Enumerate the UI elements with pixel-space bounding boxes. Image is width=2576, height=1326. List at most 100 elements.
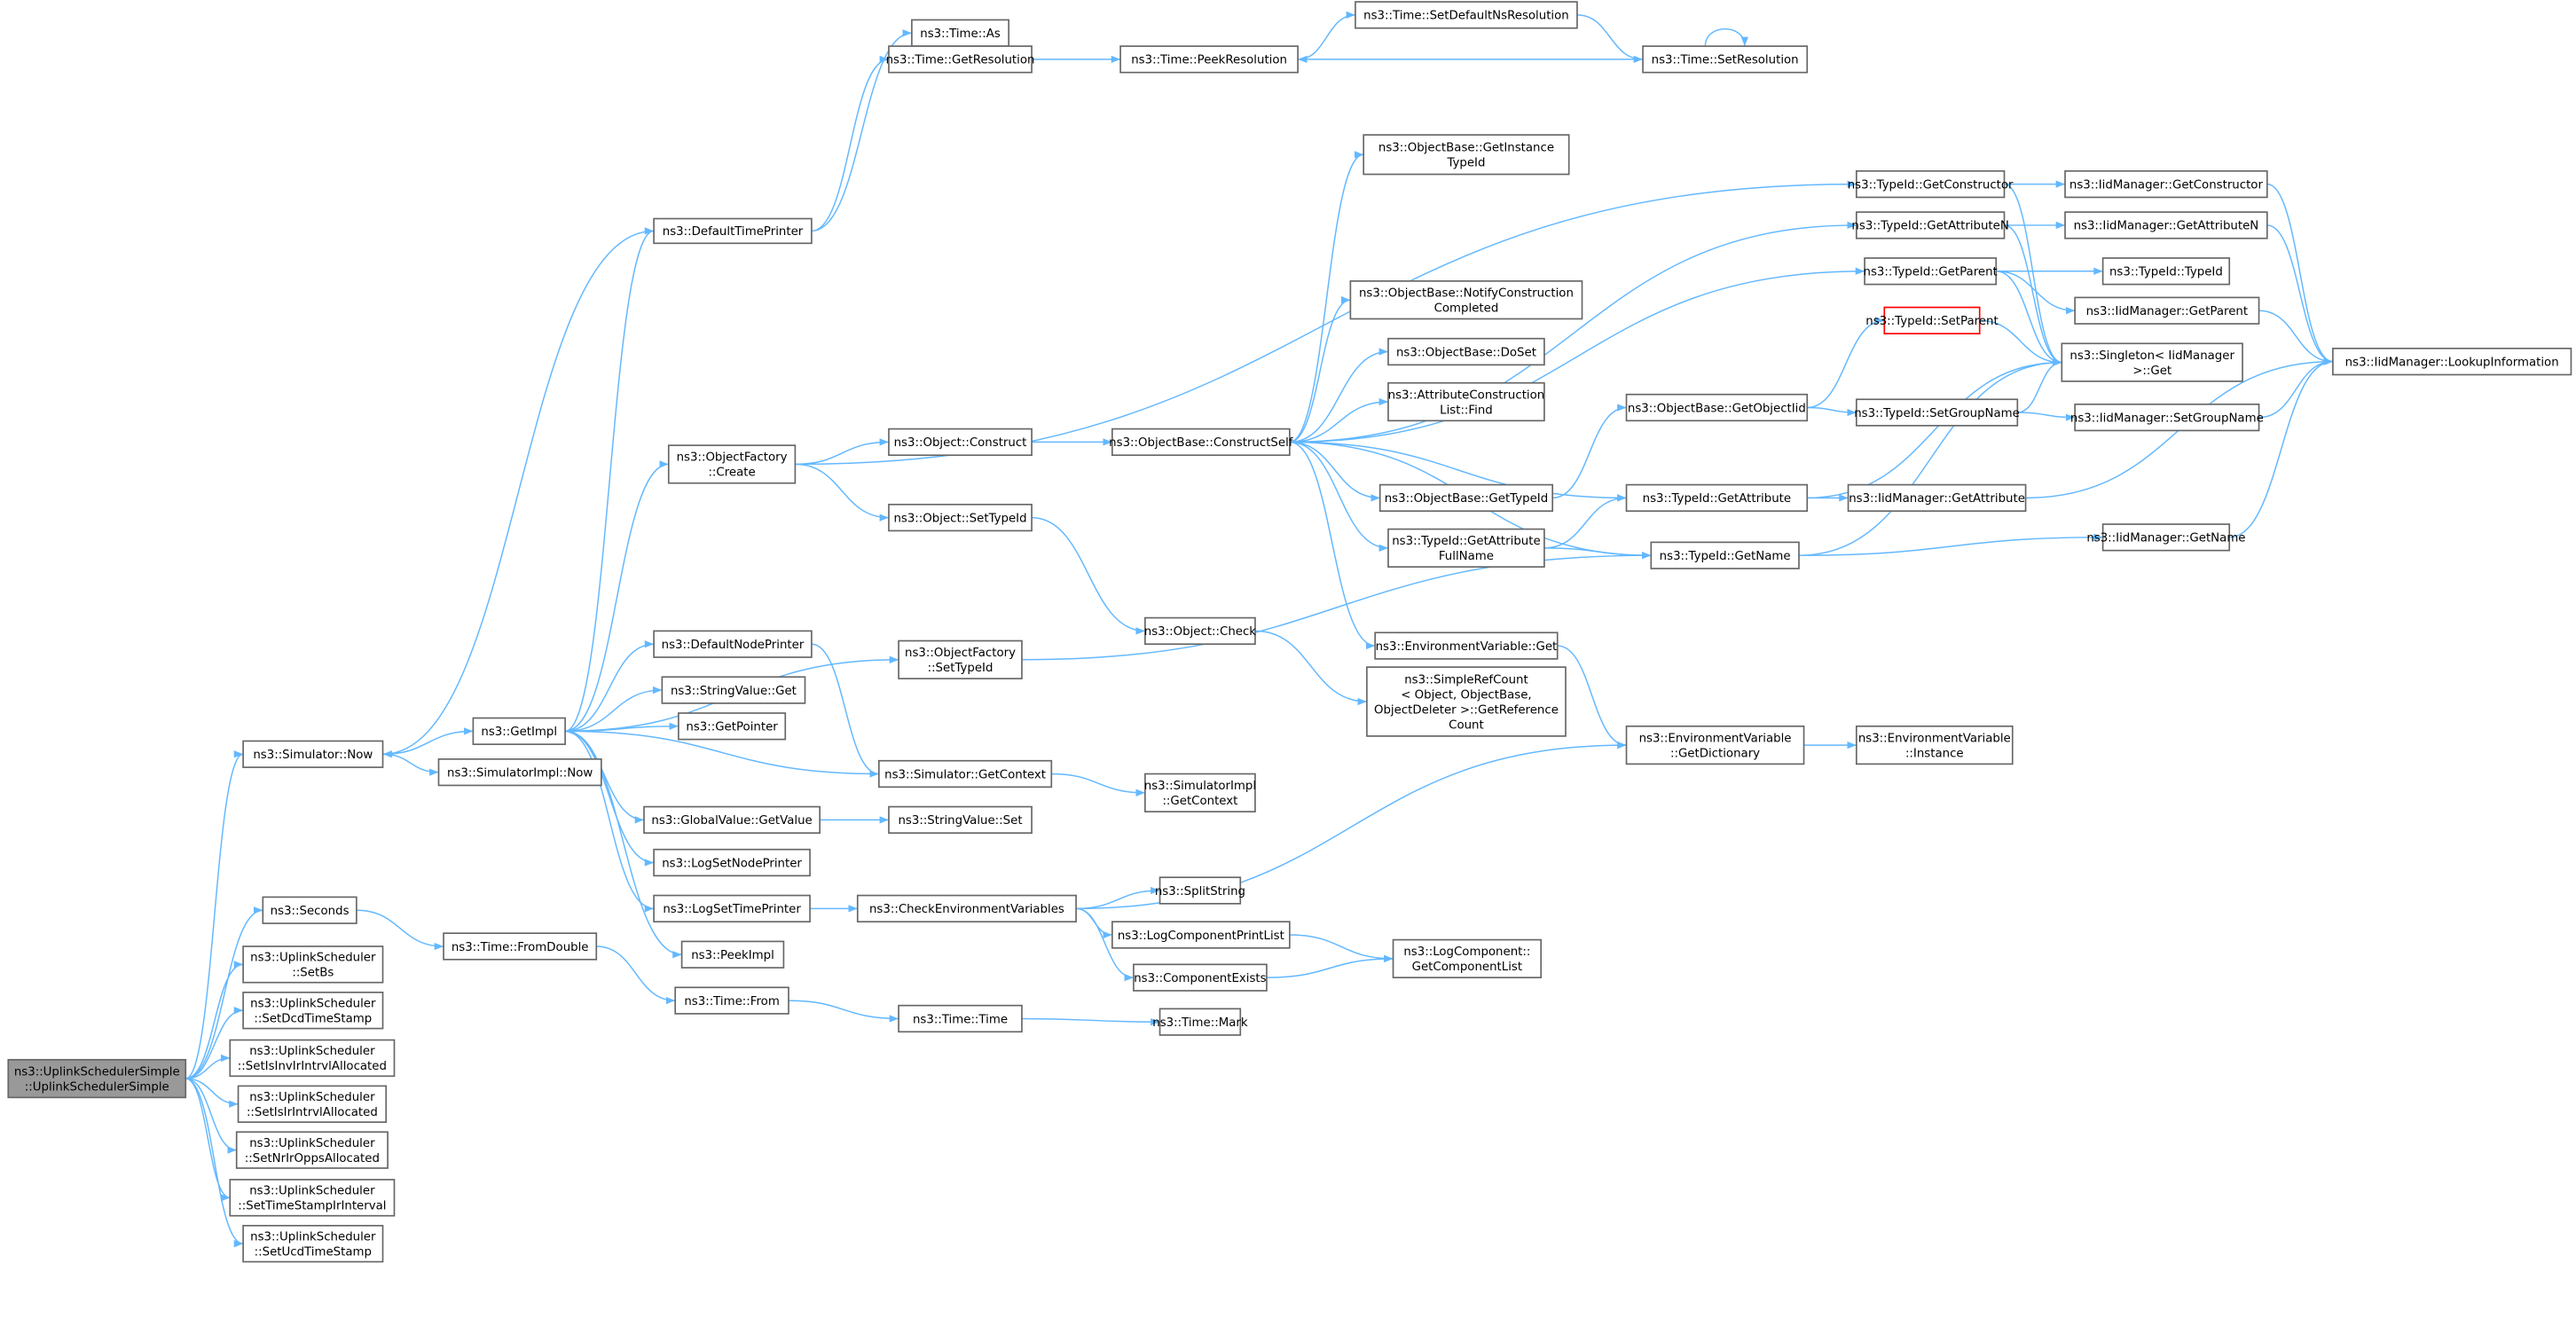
node-box — [2064, 169, 2268, 199]
edge-root-to-setUcd — [185, 1078, 244, 1248]
node-ns3-objectbase-constructself[interactable]: ns3::ObjectBase::ConstructSelf — [1109, 428, 1293, 457]
node-ns3-typeid-setparent[interactable]: ns3::TypeId::SetParent — [1865, 306, 1999, 334]
edge-setDefNs-to-setRes — [1576, 14, 1644, 64]
node-ns3-typeid-getattribute[interactable]: ns3::TypeId::GetAttribute — [1625, 483, 1809, 513]
node-ns3-typeid-getname[interactable]: ns3::TypeId::GetName — [1650, 541, 1800, 569]
node-ns3-getpointer[interactable]: ns3::GetPointer — [678, 712, 787, 741]
node-box — [2061, 342, 2243, 382]
node-ns3-seconds[interactable]: ns3::Seconds — [262, 896, 357, 924]
node-ns3-stringvalue-set[interactable]: ns3::StringValue::Set — [888, 805, 1033, 835]
node-ns3-peekimpl[interactable]: ns3::PeekImpl — [680, 940, 785, 969]
node-label: ns3::TypeId::TypeId — [2109, 266, 2223, 279]
node-ns3-typeid-setgroupname[interactable]: ns3::TypeId::SetGroupName — [1854, 398, 2020, 427]
node-ns3-iidmanager-lookupinformation[interactable]: ns3::IidManager::LookupInformation — [2332, 348, 2572, 376]
node-box — [1387, 381, 1545, 422]
node-ns3-componentexists[interactable]: ns3::ComponentExists — [1133, 963, 1268, 992]
node-label: ns3::TypeId::GetAttribute — [1392, 535, 1540, 548]
node-box — [667, 444, 797, 484]
node-ns3-time-time[interactable]: ns3::Time::Time — [898, 1004, 1023, 1033]
node-ns3-time-mark[interactable]: ns3::Time::Mark — [1152, 1008, 1248, 1036]
node-ns3-uplinkscheduler-setbs[interactable]: ns3::UplinkScheduler::SetBs — [242, 945, 384, 984]
node-ns3-simulatorimpl-now[interactable]: ns3::SimulatorImpl::Now — [437, 758, 602, 787]
node-label: ns3::IidManager::GetAttribute — [1849, 492, 2025, 506]
node-box — [235, 1131, 389, 1169]
node-ns3-objectbase-getobjectiid[interactable]: ns3::ObjectBase::GetObjectIid — [1625, 393, 1809, 422]
node-ns3-uplinkscheduler-setnriroppsallocated[interactable]: ns3::UplinkScheduler::SetNrIrOppsAllocat… — [235, 1131, 389, 1169]
node-ns3-time-peekresolution[interactable]: ns3::Time::PeekResolution — [1119, 45, 1299, 74]
node-ns3-time-getresolution[interactable]: ns3::Time::GetResolution — [886, 45, 1035, 74]
node-box — [1642, 45, 1809, 74]
node-box — [653, 848, 811, 877]
node-ns3-object-check[interactable]: ns3::Object::Check — [1144, 616, 1257, 646]
node-ns3-logsettimeprinter[interactable]: ns3::LogSetTimePrinter — [653, 894, 811, 923]
node-ns3-simulator-now[interactable]: ns3::Simulator::Now — [242, 740, 384, 768]
node-ns3-simplerefcount-object-objectbase-objectdeleter-getreference-count[interactable]: ns3::SimpleRefCount< Object, ObjectBase,… — [1366, 666, 1567, 737]
node-ns3-typeid-getattributen[interactable]: ns3::TypeId::GetAttributeN — [1851, 211, 2009, 239]
node-ns3-defaulttimeprinter[interactable]: ns3::DefaultTimePrinter — [653, 217, 813, 245]
node-ns3-logcomponent-getcomponentlist[interactable]: ns3::LogComponent::GetComponentList — [1392, 938, 1543, 978]
node-ns3-iidmanager-getattributen[interactable]: ns3::IidManager::GetAttributeN — [2064, 211, 2268, 239]
node-ns3-simulatorimpl-getcontext[interactable]: ns3::SimulatorImpl::GetContext — [1144, 773, 1256, 812]
node-box — [888, 428, 1033, 457]
node-box — [680, 940, 785, 969]
node-label: ns3::UplinkScheduler — [250, 1230, 376, 1244]
node-ns3-uplinkscheduler-setisinvirintrvlallocated[interactable]: ns3::UplinkScheduler::SetIsInvIrIntrvlAl… — [229, 1039, 396, 1078]
node-ns3-checkenvironmentvariables[interactable]: ns3::CheckEnvironmentVariables — [856, 894, 1077, 923]
node-box — [262, 896, 357, 924]
edge-getImpl-to-strValGet — [565, 686, 663, 733]
node-ns3-objectfactory-settypeid[interactable]: ns3::ObjectFactory::SetTypeId — [898, 639, 1023, 679]
node-ns3-time-setresolution[interactable]: ns3::Time::SetResolution — [1642, 45, 1809, 74]
node-ns3-simulator-getcontext[interactable]: ns3::Simulator::GetContext — [878, 759, 1053, 789]
node-ns3-iidmanager-getattribute[interactable]: ns3::IidManager::GetAttribute — [1847, 483, 2027, 513]
node-ns3-uplinkschedulersimple-uplinkschedulersimple[interactable]: ns3::UplinkSchedulerSimple::UplinkSchedu… — [7, 1058, 187, 1099]
node-ns3-typeid-typeid[interactable]: ns3::TypeId::TypeId — [2101, 257, 2231, 286]
node-ns3-time-fromdouble[interactable]: ns3::Time::FromDouble — [443, 932, 598, 961]
node-ns3-getimpl[interactable]: ns3::GetImpl — [472, 717, 566, 746]
node-box — [1374, 632, 1559, 660]
node-label: ::GetContext — [1162, 795, 1237, 808]
node-box — [898, 1004, 1023, 1033]
node-ns3-uplinkscheduler-settimestampirinterval[interactable]: ns3::UplinkScheduler::SetTimeStampIrInte… — [229, 1179, 396, 1217]
node-box — [1119, 45, 1299, 74]
node-ns3-singleton-iidmanager-get[interactable]: ns3::Singleton< IidManager>::Get — [2061, 342, 2243, 382]
node-label: ns3::SimulatorImpl — [1144, 780, 1256, 793]
node-ns3-uplinkscheduler-setdcdtimestamp[interactable]: ns3::UplinkScheduler::SetDcdTimeStamp — [242, 992, 384, 1030]
node-ns3-stringvalue-get[interactable]: ns3::StringValue::Get — [661, 676, 806, 704]
node-ns3-uplinkscheduler-setucdtimestamp[interactable]: ns3::UplinkScheduler::SetUcdTimeStamp — [242, 1224, 384, 1263]
node-label: ns3::SimulatorImpl::Now — [447, 766, 593, 780]
node-ns3-iidmanager-setgroupname[interactable]: ns3::IidManager::SetGroupName — [2070, 403, 2264, 432]
node-ns3-time-setdefaultnsresolution[interactable]: ns3::Time::SetDefaultNsResolution — [1355, 1, 1578, 29]
node-ns3-defaultnodeprinter[interactable]: ns3::DefaultNodePrinter — [653, 630, 813, 658]
node-label: ns3::Time::As — [920, 27, 1001, 41]
node-label: ns3::TypeId::GetAttributeN — [1851, 220, 2008, 233]
node-ns3-typeid-getconstructor[interactable]: ns3::TypeId::GetConstructor — [1848, 169, 2014, 199]
node-ns3-globalvalue-getvalue[interactable]: ns3::GlobalValue::GetValue — [643, 805, 821, 835]
node-label: ns3::IidManager::LookupInformation — [2345, 356, 2559, 369]
node-ns3-environmentvariable-instance[interactable]: ns3::EnvironmentVariable::Instance — [1855, 725, 2014, 765]
node-ns3-objectbase-gettypeid[interactable]: ns3::ObjectBase::GetTypeId — [1378, 483, 1554, 513]
node-ns3-object-settypeid[interactable]: ns3::Object::SetTypeId — [888, 503, 1033, 532]
node-ns3-splitstring[interactable]: ns3::SplitString — [1155, 876, 1245, 905]
edge-tidGetCtor-to-singleton — [2004, 183, 2062, 366]
node-ns3-uplinkscheduler-setisirintrvlallocated[interactable]: ns3::UplinkScheduler::SetIsIrIntrvlAlloc… — [237, 1085, 388, 1123]
node-ns3-iidmanager-getconstructor[interactable]: ns3::IidManager::GetConstructor — [2064, 169, 2268, 199]
node-ns3-environmentvariable-get[interactable]: ns3::EnvironmentVariable::Get — [1374, 632, 1559, 660]
node-box — [229, 1039, 396, 1078]
node-ns3-logsetnodeprinter[interactable]: ns3::LogSetNodePrinter — [653, 848, 811, 877]
node-ns3-typeid-getparent[interactable]: ns3::TypeId::GetParent — [1864, 257, 1998, 286]
node-label: ns3::GetImpl — [481, 726, 557, 739]
node-ns3-iidmanager-getname[interactable]: ns3::IidManager::GetName — [2086, 523, 2246, 552]
node-ns3-logcomponentprintlist[interactable]: ns3::LogComponentPrintList — [1111, 921, 1291, 949]
node-ns3-time-from[interactable]: ns3::Time::From — [674, 986, 789, 1015]
node-ns3-environmentvariable-getdictionary[interactable]: ns3::EnvironmentVariable::GetDictionary — [1625, 725, 1805, 765]
node-ns3-iidmanager-getparent[interactable]: ns3::IidManager::GetParent — [2074, 296, 2260, 325]
node-label: ns3::ObjectBase::ConstructSelf — [1109, 436, 1293, 450]
node-ns3-objectbase-notifyconstruction-completed[interactable]: ns3::ObjectBase::NotifyConstructionCompl… — [1349, 280, 1583, 320]
node-ns3-object-construct[interactable]: ns3::Object::Construct — [888, 428, 1033, 457]
node-ns3-objectbase-doset[interactable]: ns3::ObjectBase::DoSet — [1387, 337, 1545, 366]
node-ns3-objectfactory-create[interactable]: ns3::ObjectFactory::Create — [667, 444, 797, 484]
node-ns3-time-as[interactable]: ns3::Time::As — [911, 19, 1009, 47]
